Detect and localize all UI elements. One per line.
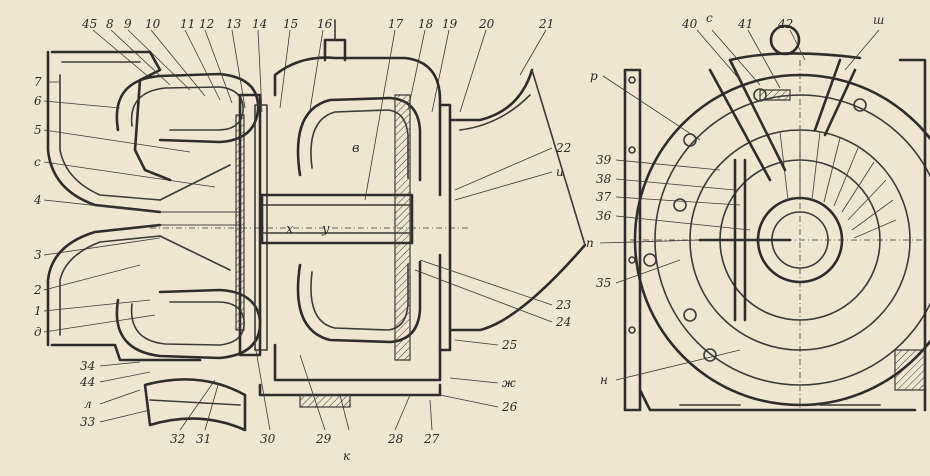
callout-18: 18	[418, 17, 434, 31]
callout-s-right: с	[706, 11, 713, 25]
callout-31: 31	[196, 432, 211, 446]
right-callout-labels: 40 с 41 42 ш р 39 38 37 36 п 35 н	[586, 11, 884, 387]
callout-25: 25	[501, 338, 517, 352]
callout-23: 23	[555, 298, 572, 312]
callout-k: к	[343, 449, 351, 463]
callout-22: 22	[555, 141, 571, 155]
callout-19: 19	[442, 17, 458, 31]
left-section-view	[46, 19, 587, 432]
callout-32: 32	[170, 432, 185, 446]
callout-44: 44	[79, 375, 95, 389]
callout-2: 2	[33, 283, 42, 297]
callout-u: у	[321, 222, 330, 237]
callout-28: 28	[387, 432, 404, 446]
callout-40: 40	[681, 17, 698, 31]
callout-37: 37	[596, 190, 612, 204]
left-callout-labels: 45 8 9 10 11 12 13 14 15 16 17 18 19 20 …	[33, 17, 572, 463]
callout-14: 14	[252, 17, 267, 31]
callout-29: 29	[315, 432, 332, 446]
callout-41: 41	[737, 17, 753, 31]
callout-4: 4	[33, 193, 42, 207]
callout-26: 26	[501, 400, 518, 414]
callout-16: 16	[317, 17, 333, 31]
callout-12: 12	[199, 17, 214, 31]
callout-27: 27	[423, 432, 440, 446]
callout-13: 13	[226, 17, 242, 31]
callout-30: 30	[260, 432, 276, 446]
callout-42: 42	[777, 17, 793, 31]
callout-l: л	[84, 397, 92, 411]
callout-39: 39	[596, 153, 612, 167]
callout-11: 11	[180, 17, 195, 31]
callout-15: 15	[283, 17, 298, 31]
left-leader-lines	[43, 29, 553, 431]
right-end-view	[623, 24, 930, 412]
callout-21: 21	[538, 17, 554, 31]
callout-34: 34	[80, 359, 95, 373]
callout-v: в	[352, 141, 360, 156]
callout-7: 7	[34, 75, 42, 89]
callout-c-left: с	[34, 155, 41, 169]
callout-3: 3	[34, 248, 42, 262]
callout-10: 10	[145, 17, 161, 31]
callout-35: 35	[596, 276, 611, 290]
callout-9: 9	[124, 17, 132, 31]
callout-i: и	[556, 165, 564, 179]
callout-kh: х	[286, 222, 294, 237]
callout-n: н	[600, 373, 608, 387]
right-leader-lines	[599, 29, 880, 381]
callout-33: 33	[80, 415, 96, 429]
callout-5: 5	[34, 123, 42, 137]
callout-38: 38	[596, 172, 612, 186]
callout-8: 8	[106, 17, 114, 31]
callout-45: 45	[81, 17, 97, 31]
callout-36: 36	[596, 209, 612, 223]
callout-p: п	[586, 236, 594, 250]
callout-17: 17	[388, 17, 404, 31]
callout-d: д	[34, 325, 42, 339]
callout-zh: ж	[502, 376, 516, 390]
callout-6: 6	[34, 94, 42, 108]
callout-24: 24	[555, 315, 571, 329]
callout-1: 1	[34, 304, 42, 318]
callout-20: 20	[478, 17, 495, 31]
callout-r: р	[590, 69, 598, 83]
callout-sh: ш	[873, 13, 884, 27]
